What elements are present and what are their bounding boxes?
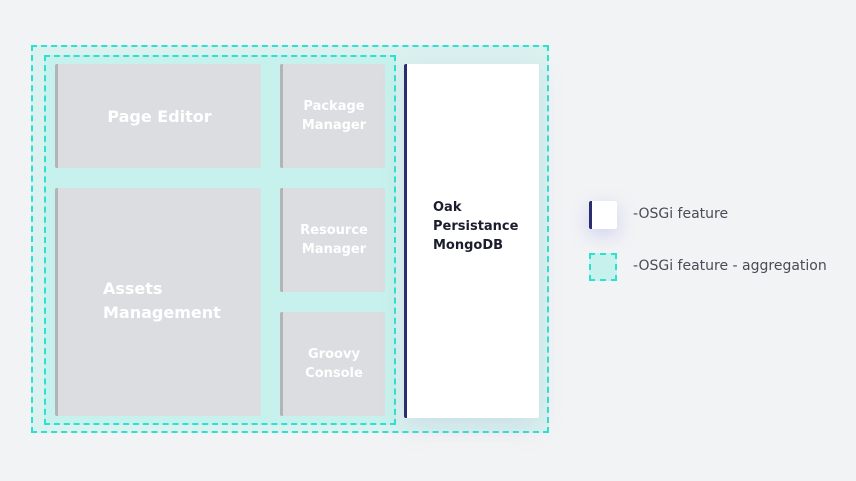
resource-manager-box: Resource Manager bbox=[280, 188, 385, 292]
legend-osgi-feature-swatch bbox=[589, 201, 617, 229]
legend-aggregation-swatch bbox=[589, 253, 617, 281]
oak-persistence-label: Oak Persistance MongoDB bbox=[433, 199, 519, 253]
package-manager-box: Package Manager bbox=[280, 64, 385, 168]
groovy-console-box: Groovy Console bbox=[280, 312, 385, 416]
groovy-console-label: Groovy Console bbox=[305, 347, 363, 381]
page-editor-box: Page Editor bbox=[55, 64, 261, 168]
legend-osgi-feature-label: -OSGi feature bbox=[633, 206, 729, 222]
assets-management-box: Assets Management bbox=[55, 188, 261, 416]
resource-manager-label: Resource Manager bbox=[300, 223, 368, 257]
package-manager-label: Package Manager bbox=[301, 99, 367, 133]
page-editor-label: Page Editor bbox=[107, 106, 212, 126]
oak-persistence-box: Oak Persistance MongoDB bbox=[404, 64, 539, 418]
legend-aggregation-label: -OSGi feature - aggregation bbox=[633, 258, 827, 274]
assets-management-label: Assets Management bbox=[103, 279, 221, 322]
